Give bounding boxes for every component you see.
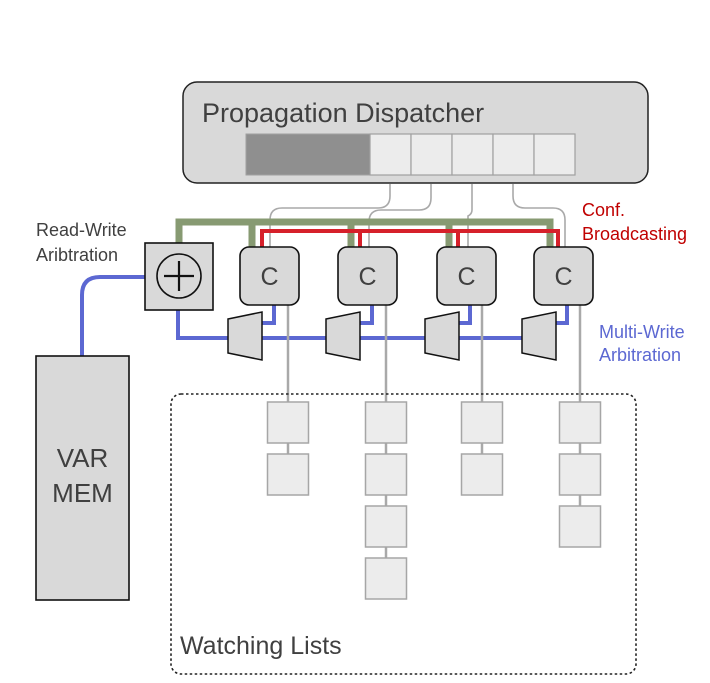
read-write-label-1: Read-Write [36, 220, 127, 240]
blue-write-bus [80, 275, 569, 356]
queue-filled-segment [245, 133, 371, 176]
write-mux [227, 311, 263, 361]
watch-list-node [266, 453, 310, 496]
watch-list-nodes [266, 401, 602, 600]
watch-list-node [364, 401, 408, 444]
multi-write-label-2: Arbitration [599, 345, 681, 365]
clause-unit: C [239, 246, 300, 306]
queue-slot [533, 133, 576, 176]
clause-box [436, 246, 497, 306]
dispatch-wire-1 [269, 184, 391, 247]
clause-box [533, 246, 594, 306]
blue-bus-main [176, 310, 524, 340]
clause-unit: C [533, 246, 594, 306]
multi-write-label-1: Multi-Write [599, 322, 685, 342]
var-mem-box [35, 355, 130, 601]
clause-label: C [358, 263, 376, 291]
clause-unit: C [436, 246, 497, 306]
blue-mem-to-adder [80, 275, 145, 356]
watch-list-node [558, 453, 602, 496]
conf-broadcasting-label-2: Broadcasting [582, 224, 687, 244]
read-write-label-2: Aribtration [36, 245, 118, 265]
watch-list-node [460, 453, 504, 496]
red-bus-main [260, 229, 560, 247]
blue-c1-to-mux [262, 305, 276, 325]
var-mem-label-1: VAR [57, 443, 109, 473]
watch-list-node [558, 401, 602, 444]
clause-label: C [457, 263, 475, 291]
clause-label: C [260, 263, 278, 291]
clause-box [239, 246, 300, 306]
watch-list-node [460, 401, 504, 444]
blue-c3-to-mux [457, 305, 472, 325]
clause-box [337, 246, 398, 306]
watch-list-node [558, 505, 602, 548]
dispatch-wire-4 [512, 184, 566, 247]
queue-slot [369, 133, 412, 176]
var-mem-label-2: MEM [52, 478, 113, 508]
dispatch-wire-2 [368, 184, 432, 247]
blue-c4-to-mux [555, 305, 569, 325]
red-conflict-bus [260, 229, 560, 247]
write-mux [325, 311, 361, 361]
write-muxes [227, 311, 557, 361]
conf-broadcasting-label-1: Conf. [582, 200, 625, 220]
green-bus-main [175, 218, 554, 247]
dispatch-wire-3 [467, 184, 473, 247]
var-mem: VAR MEM [35, 355, 130, 601]
watching-lists-label: Watching Lists [180, 632, 342, 660]
write-mux [424, 311, 460, 361]
read-write-arbiter [144, 242, 214, 311]
queue-slot [410, 133, 453, 176]
blue-c2-to-mux [359, 305, 374, 325]
write-mux [521, 311, 557, 361]
queue-slot [492, 133, 535, 176]
clause-unit: C [337, 246, 398, 306]
dispatcher-queue [245, 133, 576, 176]
watching-lists-region [170, 393, 637, 675]
queue-slot [451, 133, 494, 176]
watch-list-node [364, 557, 408, 600]
dispatcher-title: Propagation Dispatcher [202, 98, 484, 128]
watch-list-node [364, 453, 408, 496]
clause-label: C [554, 263, 572, 291]
propagation-dispatcher: Propagation Dispatcher [182, 81, 649, 184]
green-read-bus [175, 218, 554, 247]
dispatch-wires [269, 184, 566, 247]
watch-list-node [266, 401, 310, 444]
watch-list-node [364, 505, 408, 548]
